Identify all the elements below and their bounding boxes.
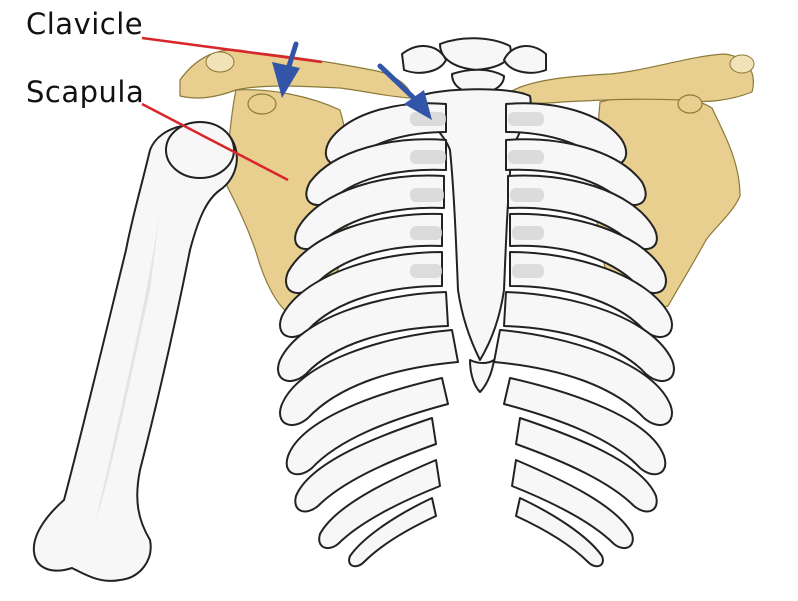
coracoid-left: [248, 94, 276, 114]
acromion-left: [206, 52, 234, 72]
xiphoid-process: [470, 360, 494, 392]
arrow-down-left: [272, 44, 300, 98]
coracoid-right: [678, 95, 702, 113]
acromion-right: [730, 55, 754, 73]
scapula-label: Scapula: [26, 78, 144, 107]
clavicle-label: Clavicle: [26, 10, 143, 39]
humeral-head: [166, 122, 234, 178]
